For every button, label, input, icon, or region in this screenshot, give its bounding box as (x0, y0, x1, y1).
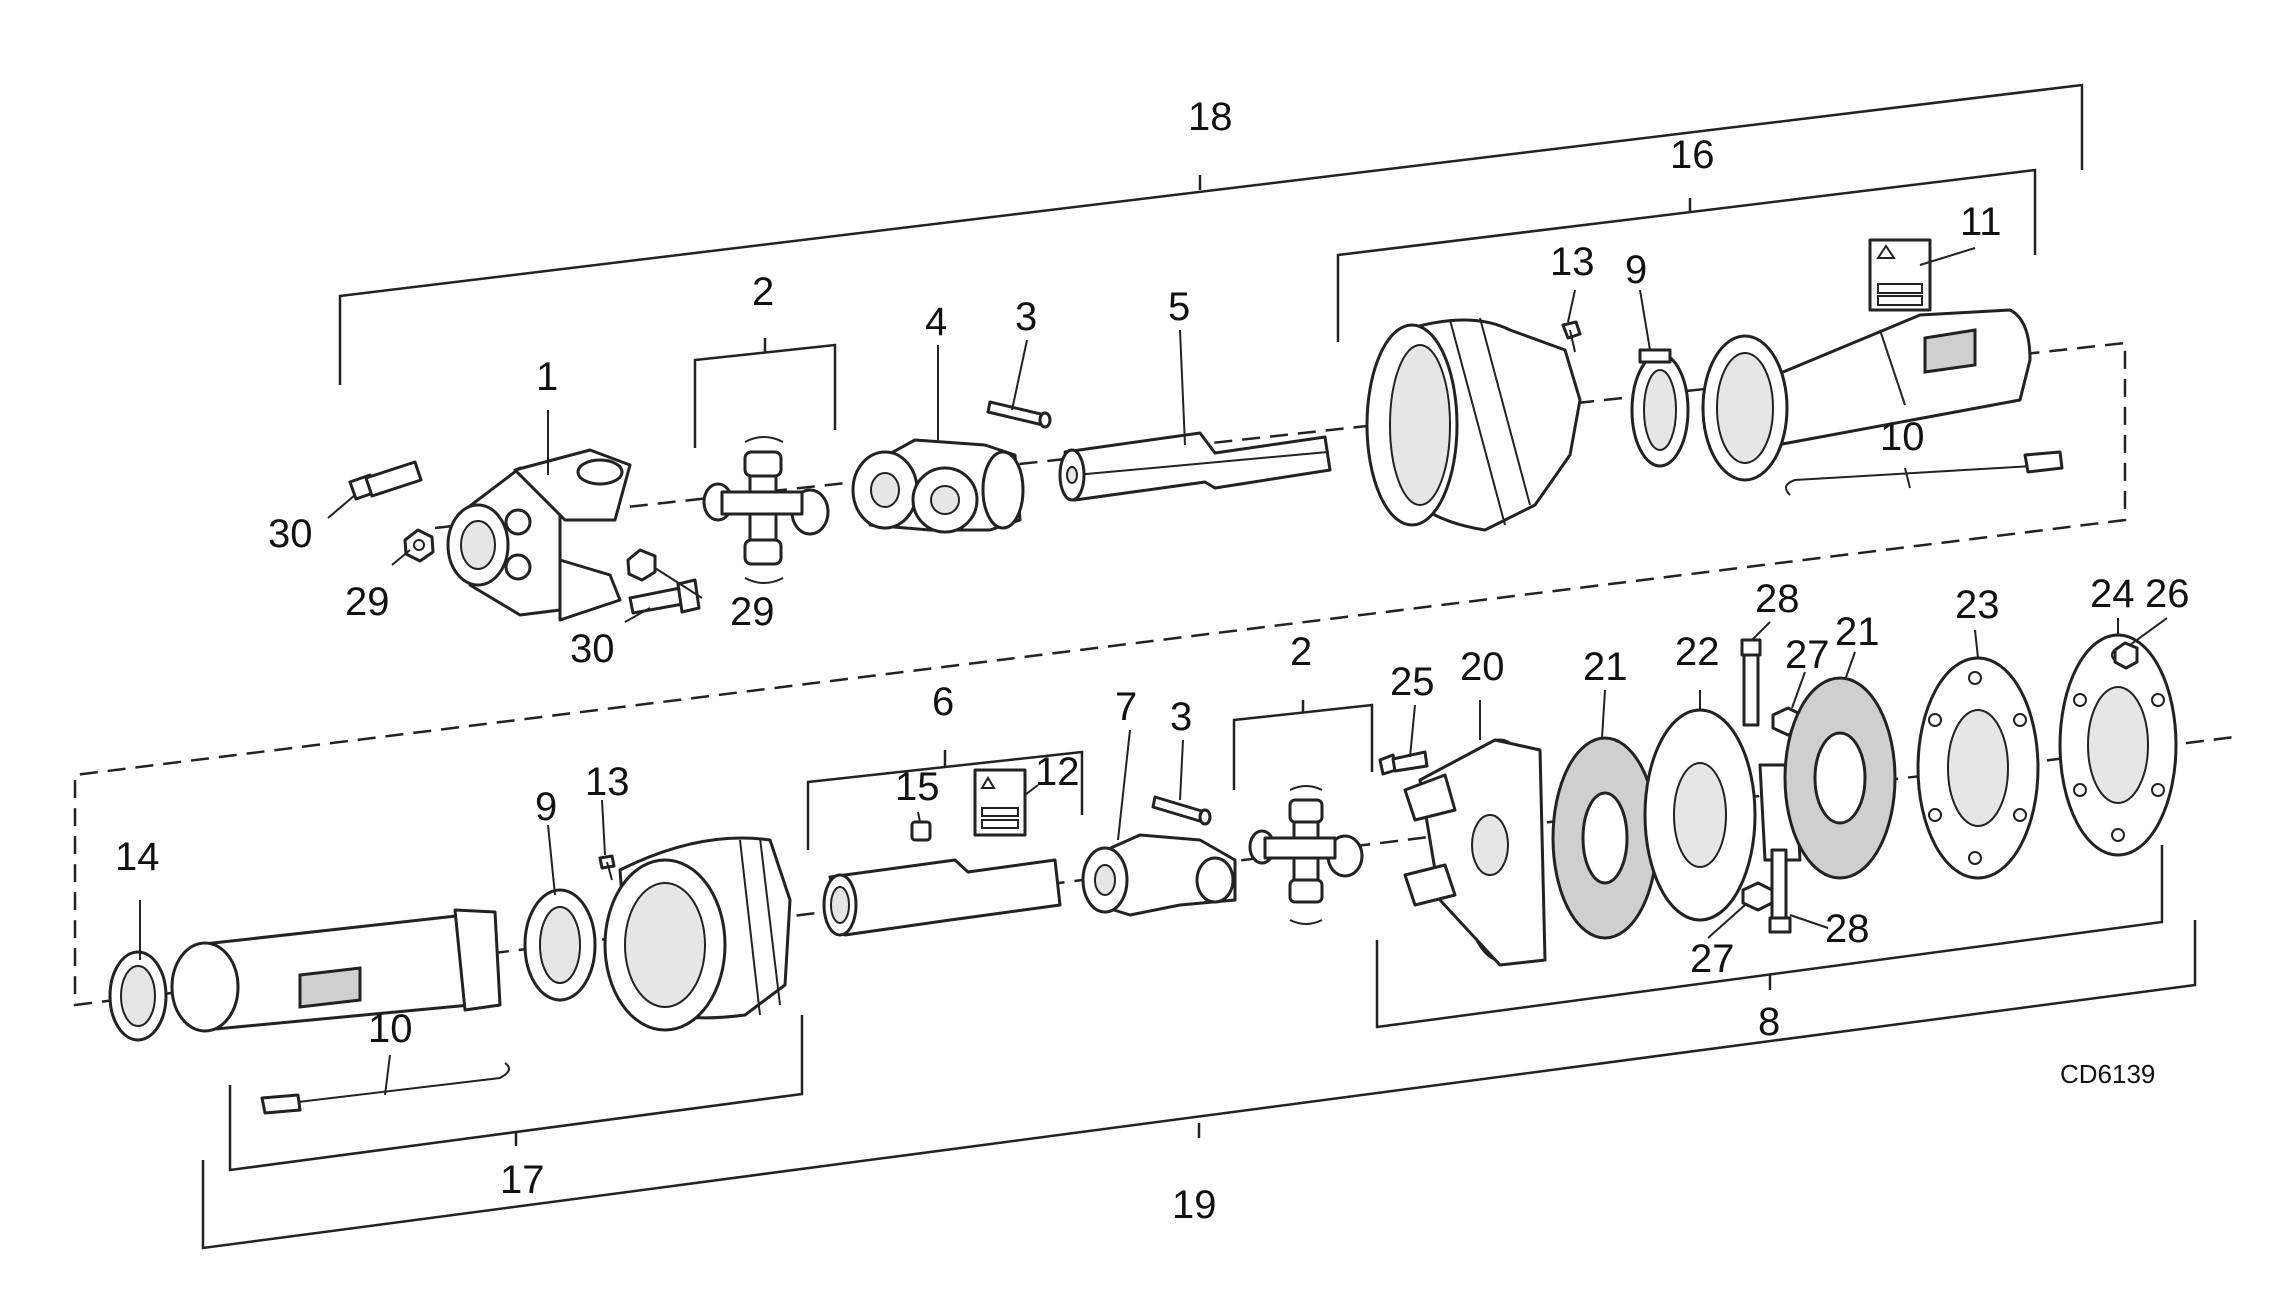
bracket-18 (338, 83, 2084, 385)
part-29-nut-right (626, 548, 657, 582)
label-13-bottom: 13 (585, 760, 630, 804)
part-28-bolt-upper (1740, 638, 1762, 727)
bracket-2-top (693, 343, 837, 448)
label-21-left: 21 (1583, 645, 1628, 689)
part-9-bearing-ring-top (1630, 348, 1690, 468)
label-26: 26 (2145, 572, 2190, 616)
label-9-top: 9 (1625, 248, 1647, 292)
part-7-yoke (1081, 833, 1237, 917)
label-10-top: 10 (1880, 415, 1925, 459)
label-30-top: 30 (268, 512, 313, 556)
drawing-code: CD6139 (2060, 1059, 2155, 1089)
label-16: 16 (1670, 133, 1715, 177)
part-28-bolt-lower (1768, 848, 1792, 934)
label-19: 19 (1172, 1183, 1217, 1227)
label-13-top: 13 (1550, 240, 1595, 284)
part-11-decal (1868, 238, 1932, 312)
bracket-8 (1375, 845, 2164, 1029)
label-21-right: 21 (1835, 610, 1880, 654)
part-10-chain-bottom (260, 1062, 510, 1115)
label-4: 4 (925, 300, 947, 344)
label-12: 12 (1035, 750, 1080, 794)
label-18: 18 (1188, 95, 1233, 139)
label-30-bottom: 30 (570, 627, 615, 671)
part-9-bearing-ring-bottom (523, 888, 597, 1002)
part-13-screw-bottom (598, 854, 616, 881)
part-30-bolt-top (348, 460, 423, 501)
part-3-pin-bottom (1151, 795, 1212, 826)
part-16-tube-shield (1701, 308, 2032, 482)
part-5-tube (1058, 431, 1332, 502)
label-11: 11 (1960, 200, 2002, 244)
part-24-spring-plate (2058, 633, 2178, 857)
part-23-pressure-plate (1916, 656, 2040, 880)
part-2-cross-bottom (1248, 785, 1364, 925)
label-7: 7 (1115, 685, 1137, 729)
label-28-bottom: 28 (1825, 907, 1870, 951)
part-21-friction-disc-right (1783, 676, 1897, 880)
label-5: 5 (1168, 285, 1190, 329)
part-2-cross-top (702, 436, 830, 584)
bracket-2-bottom (1232, 703, 1374, 790)
part-6-tube (822, 858, 1062, 937)
label-23: 23 (1955, 583, 2000, 627)
label-24: 24 (2090, 572, 2135, 616)
part-20-flange-yoke (1403, 738, 1547, 967)
label-8: 8 (1758, 1000, 1780, 1044)
label-10-bottom: 10 (368, 1007, 413, 1051)
label-27-bottom: 27 (1690, 937, 1735, 981)
part-1-yoke (446, 448, 632, 622)
part-15-plug (910, 820, 932, 842)
part-27-nut-lower (1741, 881, 1774, 912)
part-29-nut-top (403, 528, 435, 563)
bracket-17 (228, 1015, 804, 1172)
callout-labels: 18 16 11 13 9 2 4 3 5 1 10 30 29 29 30 2… (115, 95, 2190, 1227)
part-16-shield-cone (1365, 317, 1582, 532)
part-10-chain-top (1785, 450, 2064, 496)
part-13-screw-top (1561, 320, 1582, 353)
part-14-end-cap (108, 950, 168, 1042)
part-3-pin-top (986, 400, 1052, 429)
part-21-friction-disc-left (1551, 736, 1659, 940)
part-4-yoke (851, 438, 1025, 534)
label-6: 6 (932, 680, 954, 724)
label-29-left: 29 (345, 580, 390, 624)
label-25: 25 (1390, 660, 1435, 704)
part-25-bolt (1378, 750, 1429, 776)
label-2-bottom: 2 (1290, 630, 1312, 674)
label-20: 20 (1460, 645, 1505, 689)
part-30-bolt-bottom (628, 578, 701, 615)
part-17-tube-shield (170, 908, 502, 1033)
part-17-shield-cone (603, 836, 792, 1032)
label-9-bottom: 9 (535, 785, 557, 829)
label-3-bottom: 3 (1170, 695, 1192, 739)
label-14: 14 (115, 835, 160, 879)
label-15: 15 (895, 765, 940, 809)
label-29-right: 29 (730, 590, 775, 634)
label-2-top: 2 (752, 270, 774, 314)
label-28-top: 28 (1755, 577, 1800, 621)
label-1: 1 (536, 355, 558, 399)
leader-lines (139, 247, 2168, 1096)
part-12-decal (973, 768, 1027, 837)
assembly-brackets (201, 83, 2197, 1250)
label-17: 17 (500, 1158, 545, 1202)
label-3-top: 3 (1015, 295, 1037, 339)
label-22: 22 (1675, 630, 1720, 674)
part-22-hub-plate (1643, 708, 1802, 922)
bracket-19 (201, 920, 2197, 1250)
label-27-top: 27 (1785, 633, 1830, 677)
bracket-16 (1336, 168, 2037, 342)
part-26-nut (2113, 641, 2139, 670)
